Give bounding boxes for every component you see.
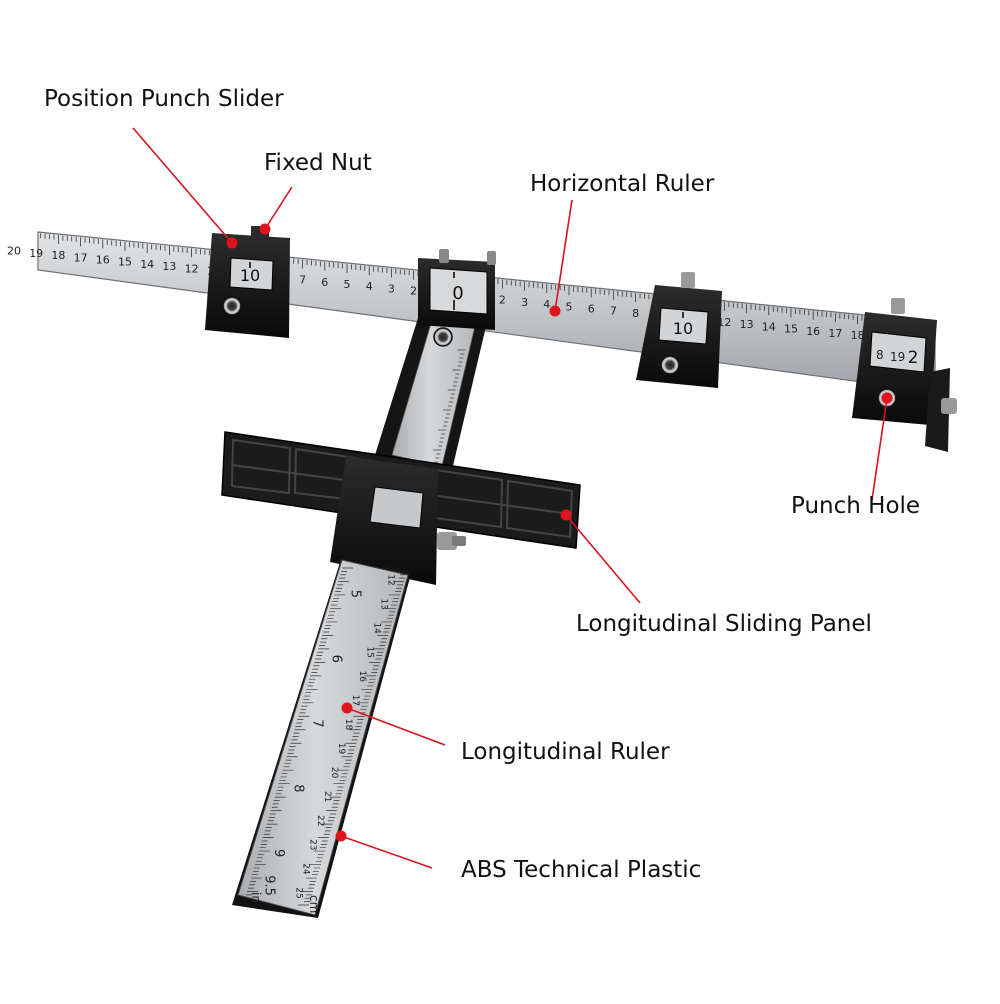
marker-longitudinal-ruler [341,702,353,714]
h-ruler-number: 13 [162,260,176,273]
h-ruler-number: 5 [566,300,573,313]
end-punch-slider: 8 19 [852,298,957,452]
h-ruler-number: 3 [521,296,528,309]
h-ruler-number: 16 [806,325,820,338]
markers [226,223,893,842]
h-ruler-number: 6 [588,302,595,315]
marker-fixed-nut [259,223,271,235]
longitudinal-sliding-panel [221,431,581,585]
v-ruler-cm-number: 15 [364,647,374,658]
marker-longitudinal-sliding-panel [560,509,572,521]
label-punch-hole: Punch Hole [791,493,921,519]
v-ruler-inch-number: 5 [347,590,362,598]
label-longitudinal-ruler: Longitudinal Ruler [461,739,670,765]
v-ruler-unit-in: in [249,892,263,903]
v-ruler-cm-number: 16 [357,671,367,683]
h-ruler-number: 15 [118,256,132,269]
leader-punch-hole [871,397,888,501]
v-ruler-cm-number: 20 [329,767,339,779]
h-ruler-number: 16 [96,253,110,266]
h-ruler-number: 8 [632,307,639,320]
svg-text:19: 19 [890,350,905,364]
leader-abs-technical-plastic [340,835,433,869]
v-ruler-cm-number: 17 [350,695,360,706]
marker-abs-technical-plastic [335,830,347,842]
v-ruler-cm-number: 21 [322,791,332,802]
v-ruler-cm-number: 18 [343,719,353,731]
v-ruler-inch-number: 8 [290,784,305,792]
v-ruler-cm-number: 13 [378,598,388,609]
right-punch-slider [636,272,722,388]
h-ruler-number: 14 [762,320,776,333]
h-ruler-number: 4 [366,280,373,293]
v-ruler-unit-cm: cm [307,895,321,913]
leader-longitudinal-sliding-panel [565,514,641,604]
marker-horizontal-ruler [549,305,561,317]
h-ruler-number: 2 [410,285,417,298]
v-ruler-cm-number: 23 [308,839,318,850]
label-horizontal-ruler: Horizontal Ruler [530,171,715,197]
v-ruler-cm-number: 14 [371,622,381,634]
h-ruler-number: 20 [7,245,21,258]
left-slider-value: 10 [240,266,260,285]
marker-punch-hole [881,392,893,404]
leader-longitudinal-ruler [346,707,446,746]
v-ruler-cm-number: 19 [336,743,346,755]
h-ruler-number: 4 [543,298,550,311]
marker-position-punch-slider [226,237,238,249]
center-slider-value: 0 [452,283,463,304]
center-slider [418,249,496,330]
h-ruler-number: 2 [499,294,506,307]
h-ruler-number: 18 [51,249,65,262]
label-abs-technical-plastic: ABS Technical Plastic [461,857,702,883]
v-ruler-inch-number: 7 [309,719,324,727]
leader-horizontal-ruler [554,199,573,312]
h-ruler-number: 17 [74,251,88,264]
label-fixed-nut: Fixed Nut [264,150,372,176]
h-ruler-number: 6 [321,276,328,289]
label-position-punch-slider: Position Punch Slider [44,86,284,112]
upper-vertical-ruler [375,318,488,470]
h-ruler-number: 5 [344,278,351,291]
end-slider-value: 2 [908,348,919,368]
v-ruler-inch-number: 6 [328,655,343,663]
h-ruler-number: 13 [740,318,754,331]
v-ruler-cm-number: 22 [315,815,325,826]
longitudinal-ruler: 12 13 14 15 16 17 18 19 20 21 22 23 24 25 5 6 7 8 9 9.5in cm [232,556,412,918]
right-slider-value: 10 [673,319,693,338]
v-ruler-cm-number: 24 [301,863,311,875]
label-longitudinal-sliding-panel: Longitudinal Sliding Panel [576,611,872,637]
h-ruler-number: 7 [299,274,306,287]
h-ruler-number: 12 [717,316,731,329]
h-ruler-number: 3 [388,282,395,295]
v-ruler-cm-number: 12 [385,574,395,585]
h-ruler-number: 17 [828,327,842,340]
svg-text:8: 8 [876,348,884,362]
h-ruler-number: 14 [140,258,154,271]
leader-lines [132,127,888,869]
h-ruler-number: 7 [610,305,617,318]
h-ruler-number: 12 [185,262,199,275]
v-ruler-inch-number: 9.5 [262,875,277,896]
leader-fixed-nut [264,186,293,230]
h-ruler-number: 15 [784,323,798,336]
v-ruler-cm-number: 25 [294,887,304,898]
h-ruler-number: 19 [29,247,43,260]
h-ruler-number: 18 [851,329,865,342]
v-ruler-inch-number: 9 [271,849,286,857]
leader-position-punch-slider [132,127,233,244]
